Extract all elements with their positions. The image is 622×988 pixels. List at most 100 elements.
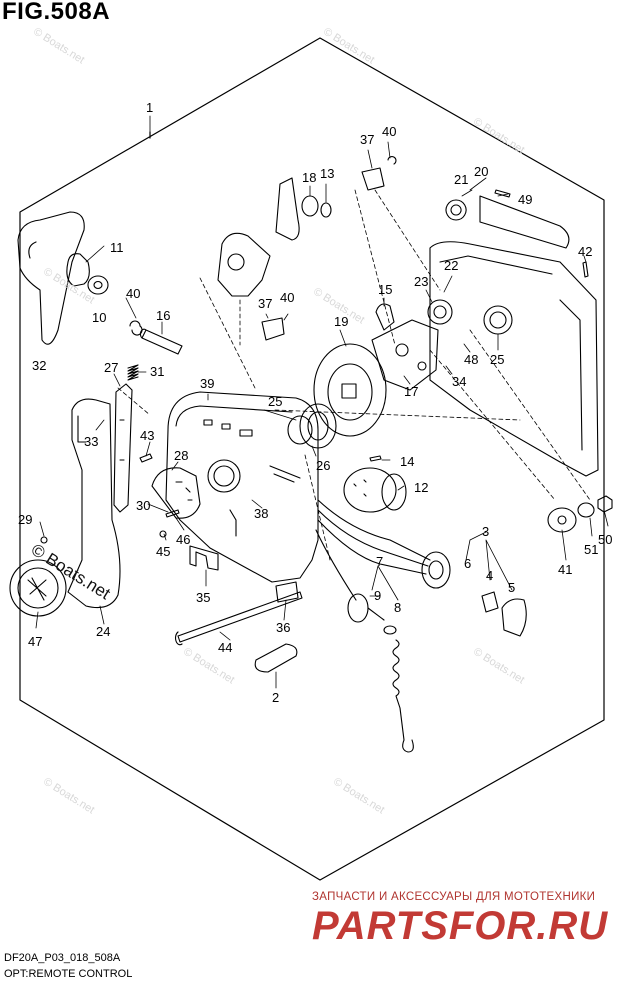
- figure-title: FIG.508A: [2, 0, 111, 25]
- nut-50-part: [597, 495, 613, 513]
- key-cap-part: [501, 598, 527, 637]
- cam-ring-part: [287, 403, 337, 449]
- small-bolt-part: [139, 453, 153, 463]
- buzzer-part: [343, 467, 407, 513]
- callout-7: 7: [376, 554, 383, 569]
- callout-20: 20: [474, 164, 488, 179]
- washer-part: [87, 275, 109, 295]
- callout-4: 4: [486, 568, 493, 583]
- control-housing-part: [165, 391, 319, 583]
- callout-26: 26: [316, 458, 330, 473]
- lanyard-coil-part: [392, 639, 414, 753]
- callout-32: 32: [32, 358, 46, 373]
- grip-cover-part: [17, 211, 85, 345]
- spring-part: [127, 364, 139, 381]
- shop-tagline: ЗАПЧАСТИ И АКСЕССУАРЫ ДЛЯ МОТОТЕХНИКИ: [312, 891, 596, 903]
- callout-35: 35: [196, 590, 210, 605]
- washer-51-part: [577, 502, 595, 518]
- callout-6: 6: [464, 556, 471, 571]
- callout-5: 5: [508, 580, 515, 595]
- upper-clip-part: [361, 167, 385, 191]
- callout-33: 33: [84, 434, 98, 449]
- bushing-part: [275, 177, 332, 241]
- callout-23: 23: [414, 274, 428, 289]
- callout-39: 39: [200, 376, 214, 391]
- callout-42: 42: [578, 244, 592, 259]
- screw-14-part: [369, 455, 382, 462]
- sector-gear-part: [151, 467, 201, 519]
- main-switch-part: [421, 551, 451, 589]
- callout-38: 38: [254, 506, 268, 521]
- assembly-outline: [19, 37, 605, 881]
- knob-insert-part: [66, 253, 90, 287]
- pivot-part: [375, 303, 395, 331]
- upper-clip-ring: [387, 156, 397, 165]
- callout-28: 28: [174, 448, 188, 463]
- bracket-part: [189, 545, 219, 571]
- clip-part: [129, 320, 143, 336]
- callout-17: 17: [404, 384, 418, 399]
- link-part: [261, 317, 285, 341]
- callout-40b: 40: [126, 286, 140, 301]
- callout-45: 45: [156, 544, 170, 559]
- shop-logo: PARTSFOR.RU: [312, 904, 609, 948]
- callout-37a: 37: [360, 132, 374, 147]
- leader-lines: [35, 115, 609, 689]
- callout-21: 21: [454, 172, 468, 187]
- figure-description: OPT:REMOTE CONTROL: [4, 968, 133, 980]
- callout-14: 14: [400, 454, 414, 469]
- long-bolt-part: [175, 591, 303, 646]
- callout-8: 8: [394, 600, 401, 615]
- wire-harness: [315, 499, 431, 601]
- friction-disk-part: [313, 343, 387, 437]
- callout-15: 15: [378, 282, 392, 297]
- callout-3: 3: [482, 524, 489, 539]
- screw-head-part: [159, 530, 167, 538]
- callout-48: 48: [464, 352, 478, 367]
- screw-42-part: [582, 261, 589, 278]
- callout-labels: 1 2 3 4 5 6 7 8 9 10 11 12 13 14 15 16 1…: [18, 100, 612, 705]
- callout-16: 16: [156, 308, 170, 323]
- lever-slot: [77, 415, 87, 443]
- stop-plate-part: [371, 319, 439, 391]
- throttle-arm-part: [217, 232, 271, 297]
- callout-40c: 40: [280, 290, 294, 305]
- callout-50: 50: [598, 532, 612, 547]
- stop-switch-part: [347, 593, 397, 635]
- callout-2: 2: [272, 690, 279, 705]
- callout-18: 18: [302, 170, 316, 185]
- shift-lever-part: [67, 398, 121, 609]
- callout-9: 9: [374, 588, 381, 603]
- callout-13: 13: [320, 166, 334, 181]
- lever-plate-part: [113, 383, 133, 513]
- right-housing-part: [427, 241, 599, 477]
- callout-43: 43: [140, 428, 154, 443]
- callout-34: 34: [452, 374, 466, 389]
- callout-12: 12: [414, 480, 428, 495]
- callout-51: 51: [584, 542, 598, 557]
- callout-40a: 40: [382, 124, 396, 139]
- callout-11: 11: [110, 240, 124, 255]
- callout-22: 22: [444, 258, 458, 273]
- callout-31: 31: [150, 364, 164, 379]
- callout-25a: 25: [268, 394, 282, 409]
- figure-code: DF20A_P03_018_508A: [4, 952, 121, 964]
- callout-10: 10: [92, 310, 106, 325]
- callout-1: 1: [146, 100, 153, 115]
- callout-29: 29: [18, 512, 32, 527]
- callout-41: 41: [558, 562, 572, 577]
- callout-30: 30: [136, 498, 150, 513]
- pin-part: [139, 328, 183, 355]
- bushing-41-part: [547, 507, 577, 533]
- screw-49-part: [494, 189, 511, 198]
- callout-49: 49: [518, 192, 532, 207]
- callout-44: 44: [218, 640, 232, 655]
- callout-47: 47: [28, 634, 42, 649]
- guide-lines: [117, 189, 591, 561]
- callout-24: 24: [96, 624, 110, 639]
- key-part: [481, 591, 499, 613]
- handle-base-part: [9, 536, 67, 617]
- gasket-part: [445, 199, 467, 221]
- callout-19: 19: [334, 314, 348, 329]
